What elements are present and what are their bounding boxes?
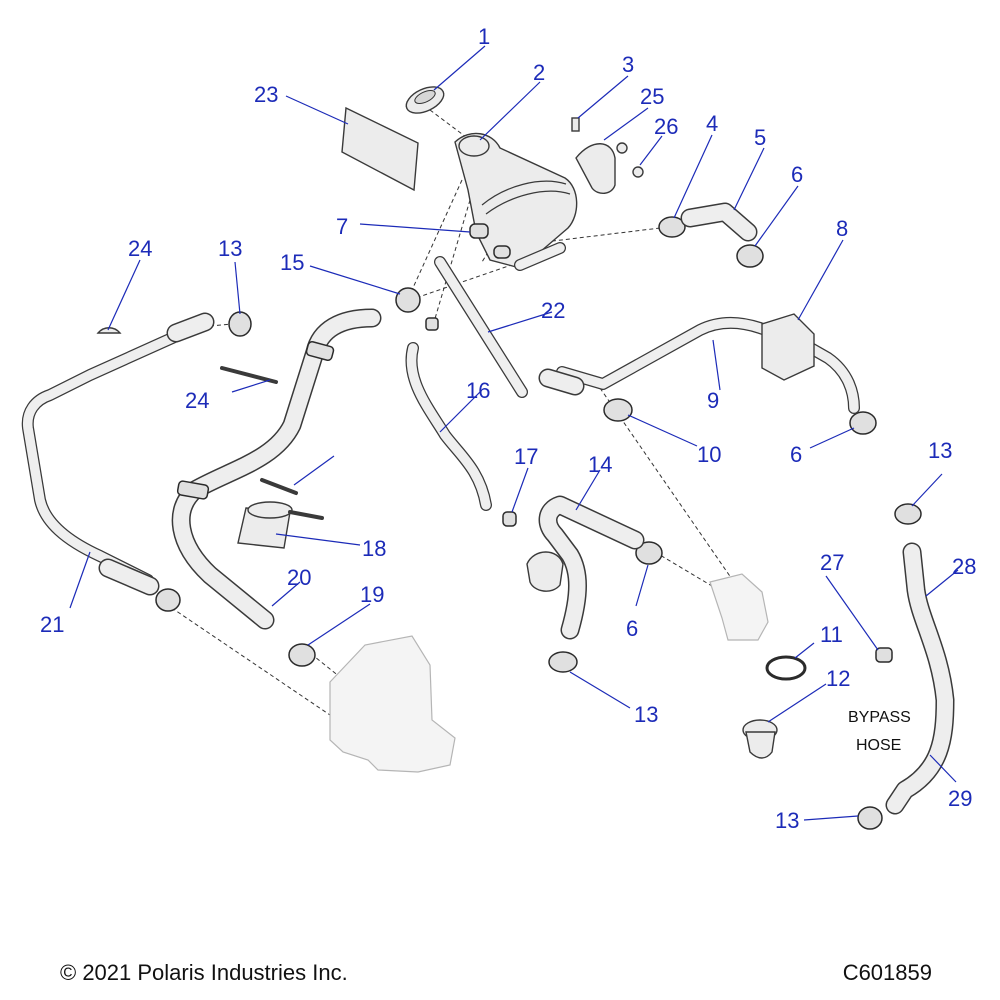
hose-clamp-13 [155,311,922,830]
callout-19: 19 [360,582,384,607]
bypass-hose-28 [885,542,955,815]
callout-2: 2 [533,60,545,85]
hose-clamp-19 [288,643,316,667]
callout-13d: 13 [775,808,799,833]
bracket-25 [575,143,616,194]
callout-23: 23 [254,82,278,107]
gasket-11 [765,655,807,681]
drawing-number: C601859 [842,960,932,985]
callout-13b: 13 [928,438,952,463]
coolant-reservoir-2 [454,132,578,271]
callout-7: 7 [336,214,348,239]
long-tube-21 [21,312,215,596]
callout-17: 17 [514,444,538,469]
label-card-23 [341,106,419,192]
thermostat-12 [742,719,778,759]
callout-13: 13 [218,236,242,261]
callout-6c: 6 [626,616,638,641]
hose-clamp-6 [635,244,877,565]
pipe-bracket-8 [761,313,815,381]
callout-5: 5 [754,125,766,150]
callout-8: 8 [836,216,848,241]
callout-22: 22 [541,298,565,323]
outlet-housing-ghost [709,573,769,641]
cable-tie-24 [96,327,324,520]
hose-clamp-10 [603,398,633,422]
engine-housing-ghost [329,635,456,773]
small-clamp-7 [469,223,511,259]
callout-numbers: 1 2 3 25 26 4 5 6 23 7 8 24 13 15 22 9 1… [40,24,976,833]
callout-18: 18 [362,536,386,561]
overflow-tube-22 [434,256,528,398]
callout-12: 12 [826,666,850,691]
note-line-2: HOSE [856,737,901,754]
callout-11: 11 [820,622,843,647]
callout-1: 1 [478,24,490,49]
callout-28: 28 [952,554,976,579]
small-hose-16 [405,317,492,511]
callout-25: 25 [640,84,664,109]
callout-4: 4 [706,111,718,136]
callout-21: 21 [40,612,64,637]
callout-15: 15 [280,250,304,275]
retainer-clip-27 [875,647,893,663]
hose-clamp-4 [658,216,686,238]
tee-hose-14 [526,495,645,640]
callout-24: 24 [128,236,152,261]
pressure-cap-1 [405,86,445,114]
bypass-hose-note: BYPASS HOSE [848,709,911,754]
callout-3: 3 [622,52,634,77]
callout-13c: 13 [634,702,658,727]
leader-lines [69,45,959,821]
hose-clamp-15 [395,287,421,313]
callout-6b: 6 [790,442,802,467]
callout-6: 6 [791,162,803,187]
callout-29: 29 [948,786,972,811]
hose-sleeve-18 [237,501,293,549]
upper-radiator-hose-20 [171,308,382,630]
callout-9: 9 [707,388,719,413]
callout-24b: 24 [185,388,209,413]
note-line-1: BYPASS [848,709,911,726]
clamp-17 [502,511,517,527]
callout-27: 27 [820,550,844,575]
callout-14: 14 [588,452,612,477]
callout-20: 20 [287,565,311,590]
copyright-text: © 2021 Polaris Industries Inc. [60,960,348,985]
assembly-guide-lines [159,109,746,716]
callout-26: 26 [654,114,678,139]
callout-10: 10 [697,442,721,467]
coolant-pipe-9 [538,317,860,414]
bolt-3 [571,117,580,132]
nut-26 [616,142,644,178]
callout-16: 16 [466,378,490,403]
elbow-hose-5 [680,202,758,242]
